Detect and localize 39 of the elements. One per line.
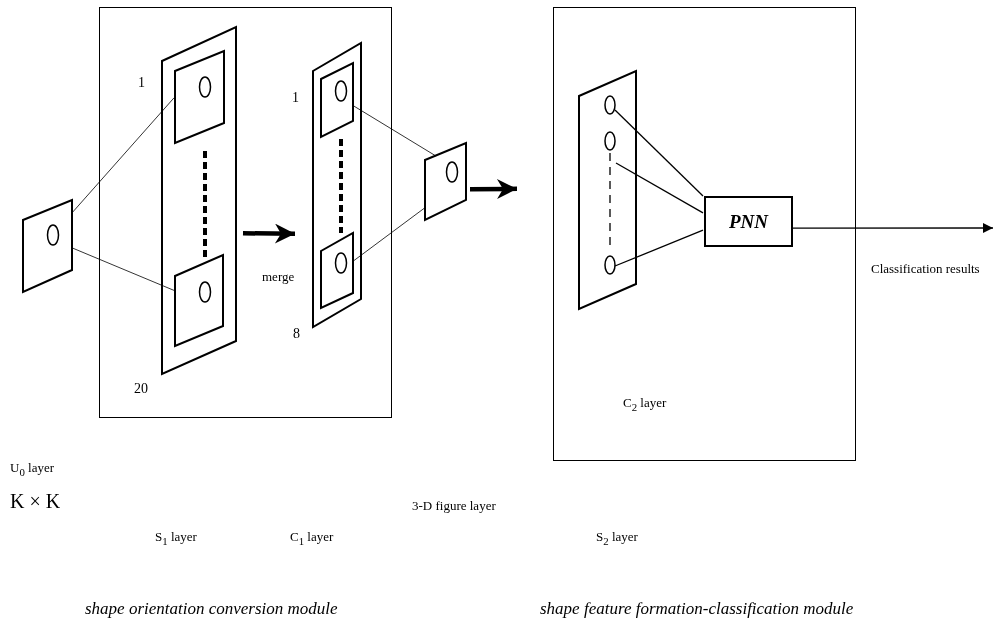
layer-name: C$_{1}$ layer (290, 530, 334, 548)
map-count-number: 20 (134, 381, 148, 397)
layer-plane (425, 143, 466, 220)
layer-plane (579, 71, 636, 309)
double-arrow (242, 223, 296, 244)
output-label: Classification results (871, 262, 980, 277)
neuron-circle (604, 255, 616, 275)
layer-name: U$_{0}$ layer (10, 461, 55, 479)
size-label: K × K (10, 490, 61, 512)
layer-name: C$_{2}$ layer (623, 396, 667, 414)
neuron-circle (604, 95, 616, 115)
connector-line (351, 207, 426, 263)
neuron-circle (604, 131, 616, 151)
layer-plane (321, 63, 353, 137)
layer-plane (23, 200, 72, 292)
node-label: PNN (727, 209, 770, 234)
layer-name: S$_{2}$ layer (596, 530, 638, 548)
connector-line (614, 229, 704, 267)
connector-line (71, 247, 175, 291)
arrow (791, 223, 994, 233)
layer-plane (175, 51, 224, 143)
map-count-number: 1 (292, 90, 299, 106)
layer-plane (175, 255, 223, 346)
module-frame (99, 7, 392, 418)
double-arrow (470, 179, 517, 199)
map-count-number: 1 (138, 75, 145, 91)
layer-name: S$_{1}$ layer (155, 530, 197, 548)
process-box (704, 196, 793, 247)
module-caption: shape feature formation-classification module (540, 600, 854, 619)
connector-line (615, 162, 704, 214)
map-count-number: 8 (293, 326, 300, 342)
edge-label: merge (262, 270, 295, 285)
module-frame (553, 7, 856, 461)
connector-line (351, 104, 437, 157)
layer-name: 3-D figure layer (412, 499, 496, 514)
connector-line (71, 97, 175, 214)
layer-plane (321, 233, 353, 308)
module-caption: shape orientation conversion module (85, 600, 338, 619)
connector-line (614, 109, 704, 197)
